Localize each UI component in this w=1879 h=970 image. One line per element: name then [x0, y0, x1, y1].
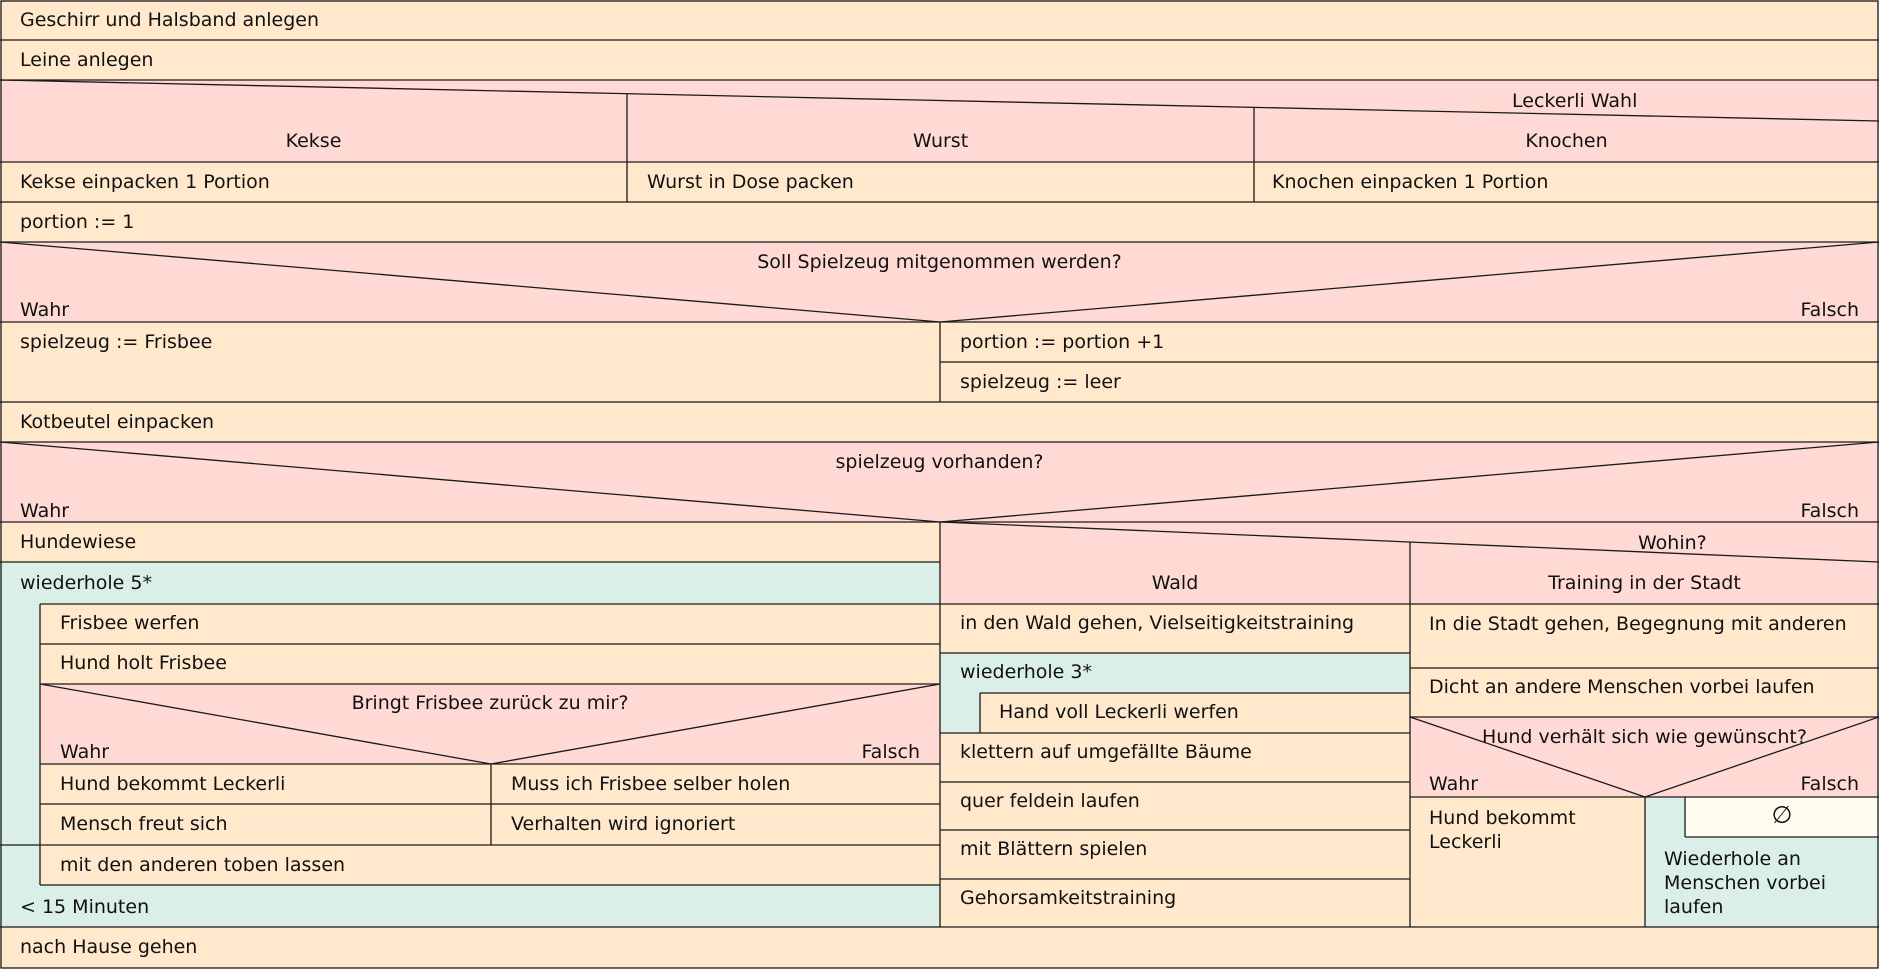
- vorhanden-false-label: Falsch: [1800, 500, 1860, 522]
- stadt-true-action: Hund bekommt Leckerli: [1429, 807, 1576, 853]
- bringt-false-action-1: Muss ich Frisbee selber holen: [511, 773, 791, 795]
- vorhanden-question: spielzeug vorhanden?: [835, 451, 1044, 473]
- wald-step-4-text: mit Blättern spielen: [960, 838, 1148, 860]
- spielzeug-false-action-2: spielzeug := leer: [960, 371, 1121, 393]
- hundewiese-text: Hundewiese: [20, 531, 137, 553]
- bringt-true-label: Wahr: [60, 741, 110, 763]
- leckerli-case-title: Leckerli Wahl: [1512, 90, 1638, 112]
- loop-until-label: < 15 Minuten: [20, 896, 150, 918]
- leckerli-option-wurst: Wurst: [912, 130, 969, 152]
- wohin-option-wald: Wald: [1151, 572, 1199, 594]
- bringt-false-action-2: Verhalten wird ignoriert: [511, 813, 736, 835]
- toben-text: mit den anderen toben lassen: [60, 854, 346, 876]
- leckerli-option-kekse: Kekse: [285, 130, 342, 152]
- step-kotbeutel: [0, 402, 1879, 442]
- wald-step-3-text: quer feldein laufen: [960, 790, 1140, 812]
- spielzeug-false-label: Falsch: [1800, 299, 1860, 321]
- leckerli-action-row: [0, 162, 1879, 202]
- stadt-step-1-text: In die Stadt gehen, Begegnung mit andere…: [1429, 613, 1847, 635]
- step-portion-init: [0, 202, 1879, 242]
- wald-step-5-text: Gehorsamkeitstraining: [960, 887, 1177, 909]
- spielzeug-true-action: spielzeug := Frisbee: [20, 331, 213, 353]
- wohin-option-stadt: Training in der Stadt: [1548, 572, 1741, 594]
- wald-step-2-text: klettern auf umgefällte Bäume: [960, 741, 1252, 763]
- step-nach-hause: [0, 927, 1879, 968]
- step-leine: [0, 40, 1879, 80]
- step-leine-text: Leine anlegen: [20, 49, 154, 71]
- spielzeug-question: Soll Spielzeug mitgenommen werden?: [757, 251, 1122, 273]
- spielzeug-false-action-1: portion := portion +1: [960, 331, 1165, 353]
- leckerli-action-kekse: Kekse einpacken 1 Portion: [20, 171, 270, 193]
- step-geschirr-text: Geschirr und Halsband anlegen: [20, 9, 319, 31]
- stadt-question: Hund verhält sich wie gewünscht?: [1482, 726, 1807, 748]
- bringt-question: Bringt Frisbee zurück zu mir?: [351, 692, 629, 714]
- frisbee-werfen-text: Frisbee werfen: [60, 612, 200, 634]
- hund-holt-text: Hund holt Frisbee: [60, 652, 227, 674]
- step-portion-init-text: portion := 1: [20, 211, 135, 233]
- stadt-step-2-text: Dicht an andere Menschen vorbei laufen: [1429, 676, 1815, 698]
- step-kotbeutel-text: Kotbeutel einpacken: [20, 411, 215, 433]
- wald-loop-action-text: Hand voll Leckerli werfen: [999, 701, 1239, 723]
- wald-step-1-text: in den Wald gehen, Vielseitigkeitstraini…: [960, 612, 1355, 634]
- leckerli-action-knochen: Knochen einpacken 1 Portion: [1272, 171, 1549, 193]
- wald-loop-label: wiederhole 3*: [960, 661, 1092, 683]
- leckerli-action-wurst: Wurst in Dose packen: [647, 171, 854, 193]
- bringt-true-action-1: Hund bekommt Leckerli: [60, 773, 286, 795]
- stadt-false-label: Falsch: [1800, 773, 1860, 795]
- stadt-true-label: Wahr: [1429, 773, 1479, 795]
- bringt-false-label: Falsch: [861, 741, 921, 763]
- wohin-case-title: Wohin?: [1638, 532, 1707, 554]
- hundewiese-step: [0, 522, 940, 562]
- spielzeug-true-label: Wahr: [20, 299, 70, 321]
- bringt-true-action-2: Mensch freut sich: [60, 813, 228, 835]
- step-nach-hause-text: nach Hause gehen: [20, 936, 198, 958]
- empty-set-icon: ∅: [1771, 801, 1793, 829]
- loop-wiederhole-5-label: wiederhole 5*: [20, 572, 152, 594]
- leckerli-option-knochen: Knochen: [1525, 130, 1608, 152]
- stadt-false-loop-label: Wiederhole an Menschen vorbei laufen: [1664, 848, 1826, 918]
- vorhanden-true-label: Wahr: [20, 500, 70, 522]
